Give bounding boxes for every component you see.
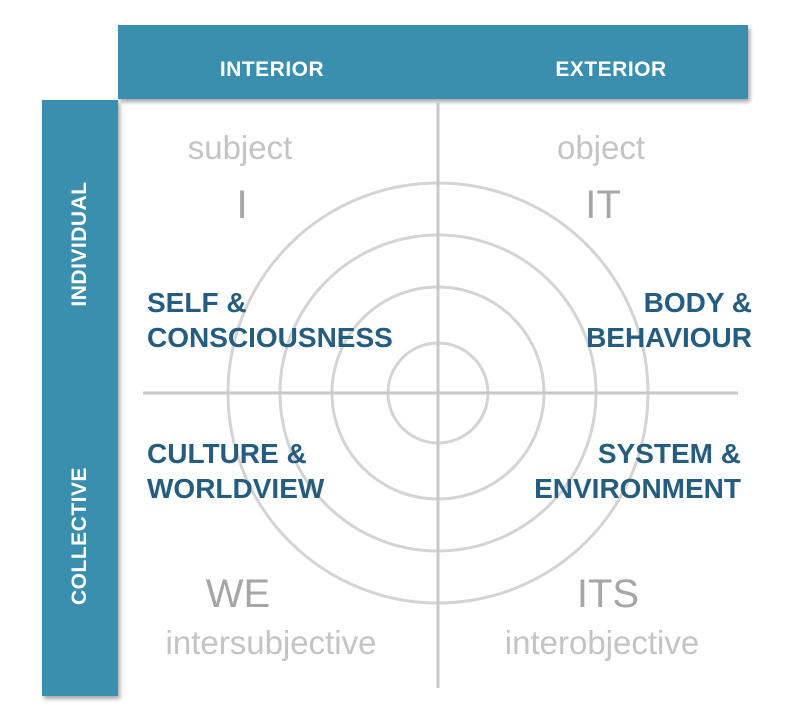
pronoun-its: ITS bbox=[576, 572, 640, 616]
pronoun-we: WE bbox=[205, 572, 271, 616]
self-title-line2: CONSCIOUSNESS bbox=[147, 322, 393, 353]
object-label: object bbox=[556, 129, 646, 166]
intersubjective-label: intersubjective bbox=[165, 624, 377, 661]
pronoun-i: I bbox=[236, 183, 248, 227]
self-title-line1: SELF & bbox=[147, 287, 247, 318]
system-title-line1: SYSTEM & bbox=[597, 438, 741, 469]
body-title-line2: BEHAVIOUR bbox=[586, 322, 752, 353]
system-title-line2: ENVIRONMENT bbox=[534, 473, 741, 504]
culture-title-line1: CULTURE & bbox=[147, 438, 307, 469]
interior-header: INTERIOR bbox=[219, 58, 325, 81]
interobjective-label: interobjective bbox=[504, 624, 700, 661]
self-consciousness-title: SELF & CONSCIOUSNESS bbox=[147, 285, 393, 355]
body-title-line1: BODY & bbox=[643, 287, 752, 318]
body-behaviour-title: BODY & BEHAVIOUR bbox=[586, 285, 752, 355]
header-band-left bbox=[42, 100, 118, 696]
culture-worldview-title: CULTURE & WORLDVIEW bbox=[147, 436, 324, 506]
exterior-header: EXTERIOR bbox=[555, 58, 667, 81]
subject-label: subject bbox=[187, 129, 293, 166]
culture-title-line2: WORLDVIEW bbox=[147, 473, 325, 504]
system-environment-title: SYSTEM & ENVIRONMENT bbox=[534, 436, 741, 506]
header-band-top bbox=[118, 25, 748, 99]
pronoun-it: IT bbox=[585, 183, 621, 227]
